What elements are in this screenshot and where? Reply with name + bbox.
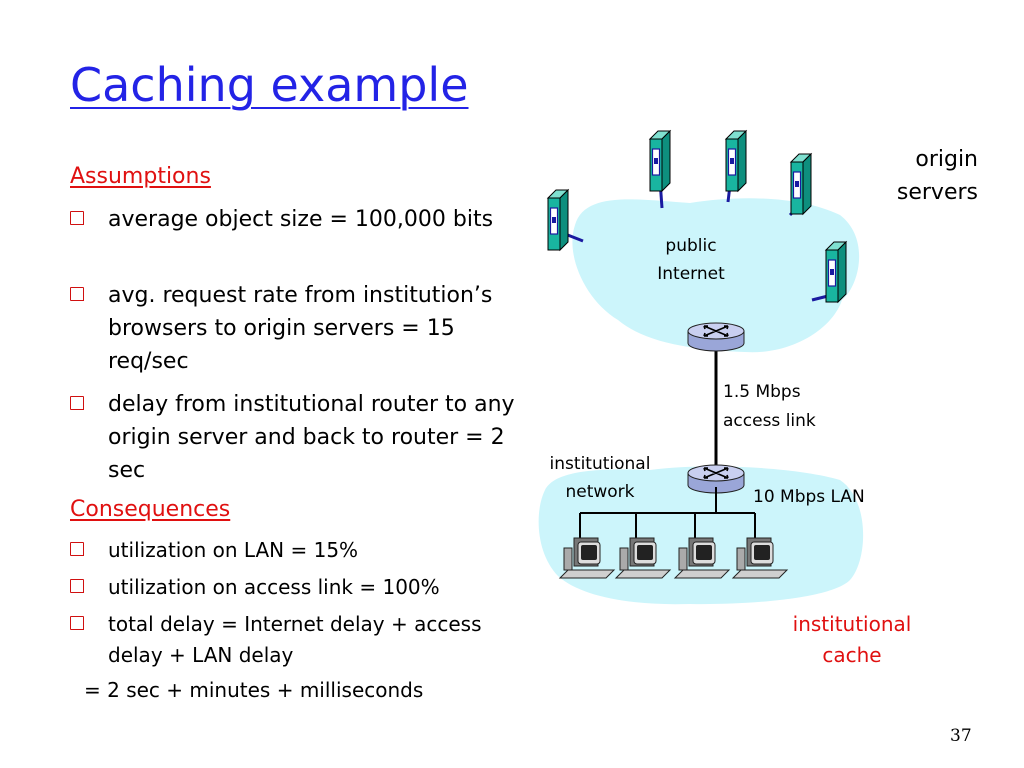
lan-bus <box>579 487 756 540</box>
checkbox-bullet-icon <box>70 396 84 410</box>
consequences-heading: Consequences <box>70 497 231 522</box>
consequence-text: utilization on access link = 100% <box>108 575 440 599</box>
consequence-text: total delay = Internet delay + access de… <box>108 612 482 667</box>
origin-server-icon <box>790 153 812 215</box>
checkbox-bullet-icon <box>70 211 84 225</box>
assumption-text: avg. request rate from institution’s bro… <box>108 283 493 374</box>
origin-server-icon <box>725 130 747 192</box>
institutional-cache-label: institutional cache <box>792 612 912 667</box>
consequence-item: utilization on LAN = 15% <box>70 535 520 566</box>
checkbox-bullet-icon <box>70 542 84 556</box>
origin-server-icon <box>547 189 569 251</box>
page-number: 37 <box>950 726 972 746</box>
internet-label: public Internet <box>657 236 725 284</box>
slide-title: Caching example <box>70 58 469 112</box>
checkbox-bullet-icon <box>70 579 84 593</box>
lan-label: 10 Mbps LAN <box>753 487 865 507</box>
origin-server-icon <box>649 130 671 192</box>
origin-server-icon <box>825 241 847 303</box>
internet-router-icon <box>687 322 745 352</box>
internet-cloud <box>572 198 860 353</box>
consequence-item: utilization on access link = 100% <box>70 572 520 603</box>
assumptions-heading: Assumptions <box>70 164 211 189</box>
assumption-item: avg. request rate from institution’s bro… <box>70 279 520 378</box>
assumption-item: delay from institutional router to any o… <box>70 388 520 487</box>
assumption-text: delay from institutional router to any o… <box>108 392 515 483</box>
institutional-network-label: institutional network <box>549 454 651 502</box>
assumption-text: average object size = 100,000 bits <box>108 207 494 232</box>
assumption-item: average object size = 100,000 bits <box>70 203 520 236</box>
checkbox-bullet-icon <box>70 287 84 301</box>
total-delay-equation: = 2 sec + minutes + milliseconds <box>84 678 424 702</box>
origin-servers-label: origin servers <box>896 147 978 205</box>
consequence-item: total delay = Internet delay + access de… <box>70 609 500 671</box>
checkbox-bullet-icon <box>70 616 84 630</box>
access-link-label: 1.5 Mbps access link <box>723 382 816 431</box>
consequence-text: utilization on LAN = 15% <box>108 538 359 562</box>
